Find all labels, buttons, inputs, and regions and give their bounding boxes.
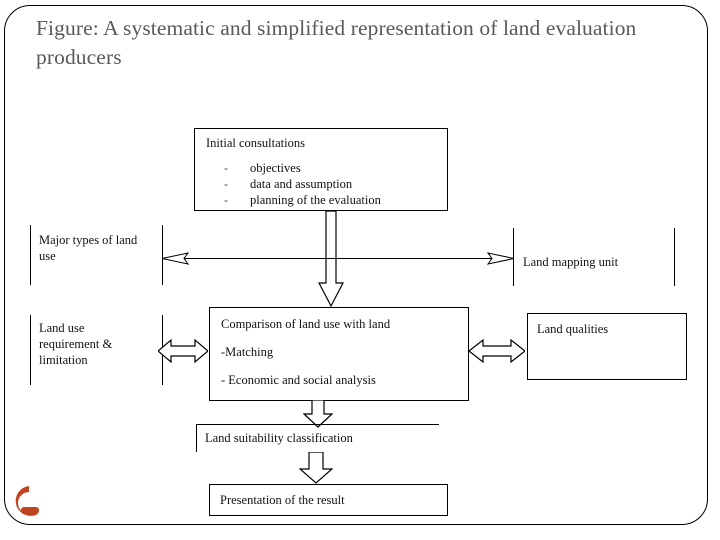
decorative-corner-glyph <box>12 484 46 522</box>
node-line: Land qualities <box>537 322 609 336</box>
initial-consultations-bullet-list: - objectives - data and assumption - pla… <box>206 160 447 208</box>
node-line: requirement & <box>39 337 113 351</box>
node-land-use-requirement[interactable]: Land use requirement & limitation <box>30 315 163 385</box>
list-item: - data and assumption <box>206 176 447 192</box>
frame-mask-top <box>0 0 720 5</box>
node-initial-consultations[interactable]: Initial consultations - objectives - dat… <box>194 128 448 211</box>
node-line: -Matching <box>221 345 274 359</box>
block-arrow-both-icon <box>468 338 526 364</box>
node-line: - Economic and social analysis <box>221 373 376 387</box>
node-initial-consultations-heading: Initial consultations <box>206 136 305 150</box>
node-line: Presentation of the result <box>220 493 345 507</box>
node-line: Land use <box>39 321 85 335</box>
bullet-dash-icon: - <box>224 193 229 207</box>
node-presentation-of-the-result[interactable]: Presentation of the result <box>209 484 448 516</box>
list-item: - objectives <box>206 160 447 176</box>
node-land-qualities[interactable]: Land qualities <box>527 313 687 380</box>
slide-title: Figure: A systematic and simplified repr… <box>36 16 637 69</box>
bullet-text: data and assumption <box>250 177 353 191</box>
list-item: - planning of the evaluation <box>206 192 447 208</box>
bullet-dash-icon: - <box>224 177 229 191</box>
orange-bracket-icon <box>15 486 39 516</box>
node-land-suitability-classification[interactable]: Land suitability classification <box>196 424 439 452</box>
line-arrow-both-icon <box>161 252 515 265</box>
node-line: Major types of land <box>39 233 138 247</box>
connector-land-use-requirement-to-comparison <box>157 336 209 371</box>
node-line: Land mapping unit <box>523 255 619 269</box>
connector-comparison-to-suitability <box>302 399 334 433</box>
node-line: Comparison of land use with land <box>221 317 391 331</box>
block-arrow-both-icon <box>157 338 209 364</box>
node-line: use <box>39 249 56 263</box>
connector-comparison-to-land-qualities <box>468 336 526 371</box>
node-line: Land suitability classification <box>205 431 353 445</box>
node-line: limitation <box>39 353 88 367</box>
bullet-text: objectives <box>250 161 301 175</box>
block-arrow-down-icon <box>302 399 334 428</box>
node-major-types-of-land-use[interactable]: Major types of land use <box>30 225 163 285</box>
connector-suitability-to-presentation <box>298 451 334 489</box>
node-land-mapping-unit[interactable]: Land mapping unit <box>513 228 675 286</box>
bullet-text: planning of the evaluation <box>250 193 381 207</box>
bullet-dash-icon: - <box>224 161 229 175</box>
connector-major-types-to-land-mapping-unit <box>161 247 515 276</box>
node-comparison[interactable]: Comparison of land use with land -Matchi… <box>209 307 469 401</box>
frame-mask-bottom <box>0 527 720 540</box>
block-arrow-down-icon <box>298 451 334 484</box>
